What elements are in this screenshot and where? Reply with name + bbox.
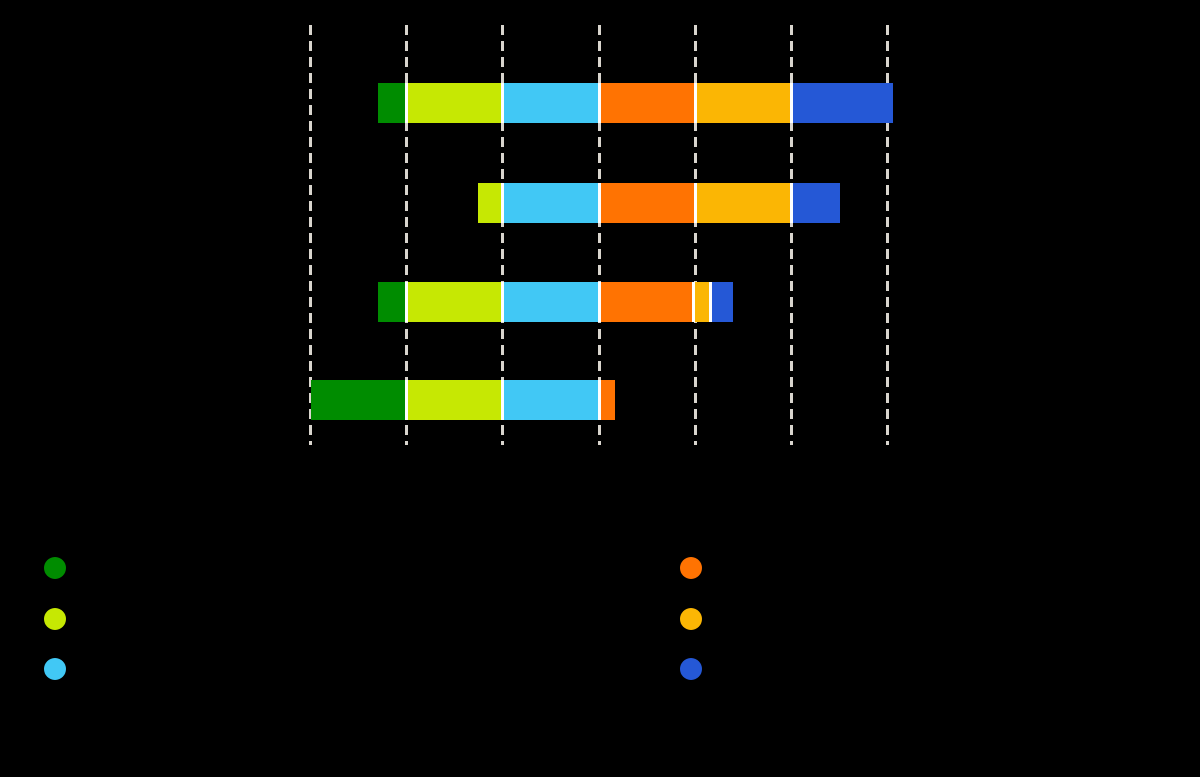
bar-segment-dark-green	[377, 282, 407, 322]
segment-separator	[693, 83, 697, 123]
bar-segment-dark-green	[377, 83, 407, 123]
segment-separator	[597, 83, 601, 123]
x-gridline	[309, 25, 312, 445]
bar-segment-sky-blue	[502, 380, 600, 420]
bar-segment-royal-blue	[710, 282, 733, 322]
x-gridline	[597, 25, 601, 445]
segment-separator	[691, 282, 695, 322]
segment-separator	[597, 183, 601, 223]
x-gridline	[405, 25, 409, 445]
segment-separator	[405, 380, 409, 420]
segment-separator	[693, 183, 697, 223]
legend-dot-dark-green	[44, 557, 66, 579]
bar-segment-sky-blue	[502, 83, 600, 123]
segment-separator	[790, 183, 793, 223]
bar-segment-orange	[599, 282, 694, 322]
segment-separator	[790, 83, 793, 123]
bar-segment-orange	[599, 83, 696, 123]
bar-segment-orange	[599, 183, 696, 223]
bar-segment-amber	[695, 83, 792, 123]
segment-separator	[501, 183, 505, 223]
legend-dot-orange	[680, 557, 702, 579]
bar-segment-amber	[693, 282, 711, 322]
bar-segment-amber	[695, 183, 792, 223]
segment-separator	[597, 380, 601, 420]
bar-segment-sky-blue	[502, 183, 600, 223]
bar-row-1	[0, 83, 1200, 123]
bar-row-2	[0, 183, 1200, 223]
segment-separator	[501, 282, 505, 322]
segment-separator	[501, 380, 505, 420]
legend-dot-royal-blue	[680, 658, 702, 680]
x-gridline	[693, 25, 697, 445]
bar-segment-lime	[406, 282, 503, 322]
segment-separator	[709, 282, 713, 322]
segment-separator	[405, 282, 409, 322]
segment-separator	[597, 282, 601, 322]
bar-segment-lime	[406, 83, 503, 123]
segment-separator	[405, 83, 409, 123]
x-gridline	[886, 25, 890, 445]
x-gridline	[501, 25, 505, 445]
bar-segment-dark-green	[310, 380, 407, 420]
bar-row-4	[0, 380, 1200, 420]
bar-segment-sky-blue	[502, 282, 600, 322]
legend-dot-lime	[44, 608, 66, 630]
bar-segment-royal-blue	[791, 183, 840, 223]
bar-segment-lime	[477, 183, 503, 223]
bar-segment-lime	[406, 380, 503, 420]
bar-segment-orange	[599, 380, 616, 420]
x-gridline	[790, 25, 793, 445]
legend-dot-amber	[680, 608, 702, 630]
bar-row-3	[0, 282, 1200, 322]
segment-separator	[501, 83, 505, 123]
legend-dot-sky-blue	[44, 658, 66, 680]
bar-segment-royal-blue	[791, 83, 893, 123]
